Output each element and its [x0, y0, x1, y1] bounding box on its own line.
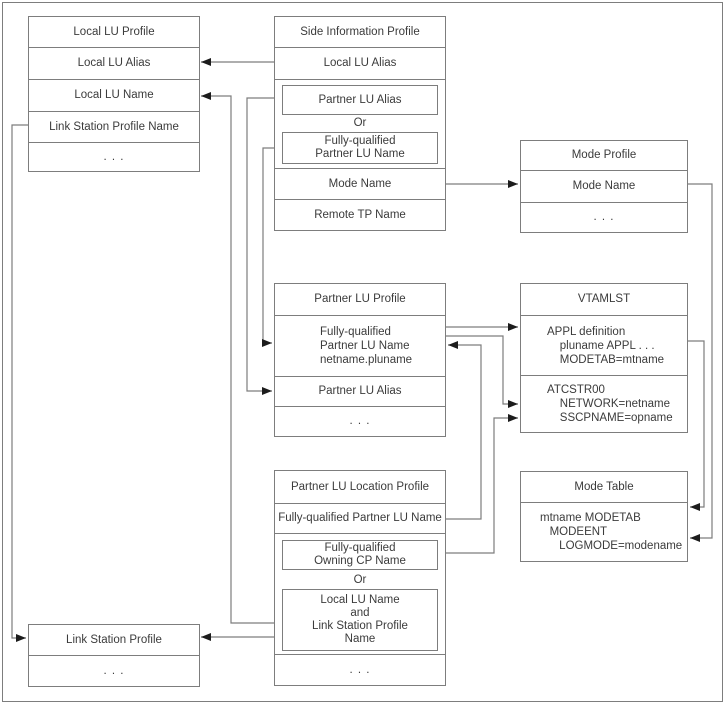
row-mode-name: Mode Name	[275, 168, 445, 199]
row-fq-partner-lu-name: Fully-qualified Partner LU Name netname.…	[275, 315, 445, 376]
box-mode-profile: Mode Profile Mode Name . . .	[520, 140, 688, 233]
box-link-station-profile: Link Station Profile . . .	[28, 624, 200, 687]
row-ellipsis: . . .	[275, 654, 445, 685]
inset-partner-lu-alias: Partner LU Alias	[282, 85, 438, 115]
row-ellipsis: . . .	[275, 406, 445, 436]
box-vtamlst: VTAMLST APPL definition pluname APPL . .…	[520, 283, 688, 433]
vtamlst-title: VTAMLST	[577, 293, 631, 305]
row-mode-name: Mode Name	[521, 170, 687, 202]
partner-lu-profile-title: Partner LU Profile	[314, 293, 406, 305]
section-partner-lu-choice: Partner LU Alias Or Fully-qualified Part…	[275, 79, 445, 168]
box-local-lu-profile: Local LU Profile Local LU Alias Local LU…	[28, 16, 200, 172]
box-side-information-profile: Side Information Profile Local LU Alias …	[274, 16, 446, 231]
mode-table-title: Mode Table	[574, 480, 634, 493]
inset-local-lu-and-link-station: Local LU Name and Link Station Profile N…	[282, 589, 438, 651]
row-partner-lu-alias: Partner LU Alias	[275, 376, 445, 406]
section-owner-choice: Fully-qualified Owning CP Name Or Local …	[275, 533, 445, 654]
row-remote-tp-name: Remote TP Name	[275, 199, 445, 230]
local-lu-profile-title: Local LU Profile	[73, 25, 155, 38]
mode-profile-title: Mode Profile	[571, 149, 637, 161]
box-partner-lu-profile: Partner LU Profile Fully-qualified Partn…	[274, 283, 446, 437]
inset-fq-partner-lu-name: Fully-qualified Partner LU Name	[282, 132, 438, 164]
partner-lu-location-profile-title: Partner LU Location Profile	[290, 480, 430, 493]
link-station-profile-title: Link Station Profile	[66, 633, 162, 646]
inset-fq-owning-cp-name: Fully-qualified Owning CP Name	[282, 540, 438, 570]
row-link-station-profile-name: Link Station Profile Name	[29, 111, 199, 142]
row-local-lu-name: Local LU Name	[29, 79, 199, 111]
row-appl-definition: APPL definition pluname APPL . . . MODET…	[521, 315, 687, 375]
box-mode-table: Mode Table mtname MODETAB MODEENT LOGMOD…	[520, 471, 688, 562]
row-local-lu-alias: Local LU Alias	[275, 47, 445, 79]
row-local-lu-alias: Local LU Alias	[29, 47, 199, 79]
side-information-profile-title: Side Information Profile	[300, 25, 420, 38]
or-label: Or	[353, 574, 367, 586]
box-partner-lu-location-profile: Partner LU Location Profile Fully-qualif…	[274, 470, 446, 686]
row-fq-partner-lu-name: Fully-qualified Partner LU Name	[275, 503, 445, 533]
row-ellipsis: . . .	[521, 202, 687, 232]
or-label: Or	[353, 117, 367, 129]
row-atcstr00: ATCSTR00 NETWORK=netname SSCPNAME=opname	[521, 375, 687, 432]
row-ellipsis: . . .	[29, 142, 199, 171]
row-mode-table-body: mtname MODETAB MODEENT LOGMODE=modename	[521, 502, 687, 561]
row-ellipsis: . . .	[29, 655, 199, 686]
